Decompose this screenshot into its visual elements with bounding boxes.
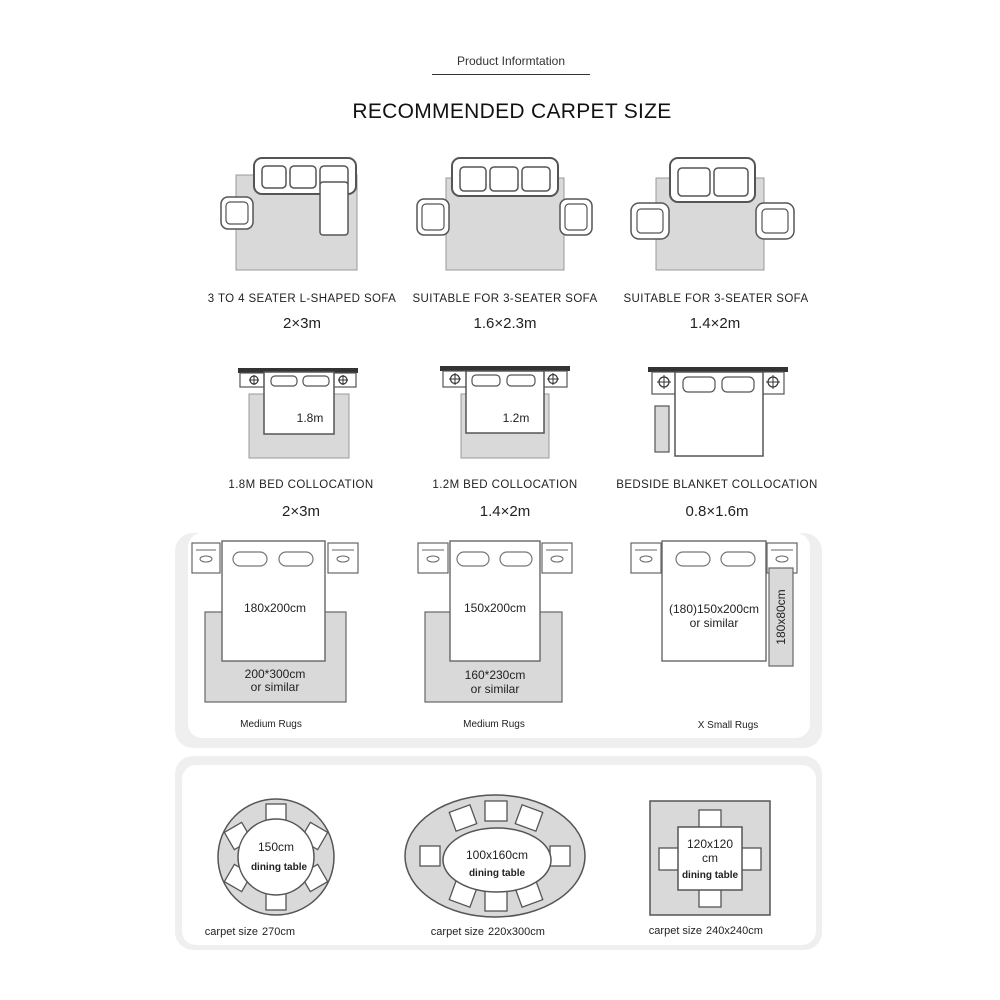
dining-table-ellipse	[442, 827, 552, 893]
bedroom-rug-2: 150x200cm 160*230cm or similar Medium Ru…	[417, 540, 573, 730]
sofa-diagram-3-seater-b	[630, 157, 795, 271]
table-size-unit: cm	[702, 851, 718, 865]
carpet-size-caption-label: carpet size	[649, 925, 702, 937]
bed-caption-1: 1.8M BED COLLOCATION	[228, 479, 374, 491]
table-type-label: dining table	[251, 862, 308, 873]
bed-size-label: 150x200cm	[464, 601, 526, 615]
bed-size-note: or similar	[690, 616, 739, 630]
table-size-label: 150cm	[258, 840, 294, 854]
rug-size-note: or similar	[471, 682, 520, 696]
rug-size-label: 160*230cm	[465, 668, 526, 682]
carpet-size-caption-value: 240x240cm	[706, 925, 763, 937]
rug-size-label: 180x80cm	[774, 589, 788, 644]
headboard	[440, 366, 570, 371]
rug-size-note: or similar	[251, 680, 300, 694]
carpet-size-caption-value: 220x300cm	[488, 926, 545, 938]
sofa-size-1: 2×3m	[283, 315, 321, 332]
dining-table-square	[677, 826, 743, 891]
section-label: Product Informtation	[456, 54, 566, 68]
bed-size-label: 1.2m	[503, 411, 530, 425]
dining-round: 150cm dining table carpet size 270cm	[205, 798, 335, 938]
dining-table-circle	[237, 818, 315, 896]
table-type-label: dining table	[469, 868, 526, 879]
table-size-label: 100x160cm	[466, 848, 528, 862]
page-title: RECOMMENDED CARPET SIZE	[352, 100, 672, 123]
sofa-diagram-l-shaped	[220, 157, 358, 271]
bed-size-label: 180x200cm	[244, 601, 306, 615]
rug-rect	[768, 567, 794, 667]
bed-diagram-1-2m: 1.2m	[440, 366, 570, 459]
bedroom-rug-3: (180)150x200cm or similar 180x80cm X Sma…	[630, 540, 798, 731]
header-divider	[432, 74, 590, 75]
carpet-size-caption-label: carpet size	[431, 926, 484, 938]
carpet-size-caption-value: 270cm	[262, 926, 295, 938]
carpet-size-caption-label: carpet size	[205, 926, 258, 938]
rug-category-caption: X Small Rugs	[698, 720, 759, 731]
headboard	[238, 368, 358, 373]
bed-size-3: 0.8×1.6m	[685, 503, 749, 520]
bed-caption-2: 1.2M BED COLLOCATION	[432, 479, 578, 491]
bed-size-label: (180)150x200cm	[669, 602, 759, 616]
sofa-diagram-3-seater-a	[416, 157, 593, 271]
bed-size-label: 1.8m	[297, 411, 324, 425]
dining-oval: 100x160cm dining table carpet size 220x3…	[404, 794, 586, 938]
headboard	[648, 367, 788, 372]
sofa-chaise	[319, 181, 349, 236]
rug-size-label: 200*300cm	[245, 667, 306, 681]
bed-diagram-1-8m: 1.8m	[238, 368, 358, 459]
sofa-size-3: 1.4×2m	[689, 315, 741, 332]
sofa-size-2: 1.6×2.3m	[473, 315, 537, 332]
sofa-caption-2: SUITABLE FOR 3-SEATER SOFA	[412, 293, 598, 305]
bedside-rug	[654, 405, 670, 453]
sofa-caption-3: SUITABLE FOR 3-SEATER SOFA	[623, 293, 809, 305]
table-type-label: dining table	[682, 870, 739, 881]
rug-category-caption: Medium Rugs	[463, 719, 525, 730]
bedroom-rug-1: 180x200cm 200*300cm or similar Medium Ru…	[191, 540, 359, 730]
rug-category-caption: Medium Rugs	[240, 719, 302, 730]
bed-size-2: 1.4×2m	[479, 503, 531, 520]
dining-square: 120x120 cm dining table carpet size 240x…	[649, 800, 771, 937]
sofa-caption-1: 3 TO 4 SEATER L-SHAPED SOFA	[207, 293, 397, 305]
bed-diagram-bedside	[648, 367, 788, 457]
bed-caption-3: BEDSIDE BLANKET COLLOCATION	[616, 479, 818, 491]
table-size-label: 120x120	[687, 837, 733, 851]
bed-size-1: 2×3m	[282, 503, 320, 520]
